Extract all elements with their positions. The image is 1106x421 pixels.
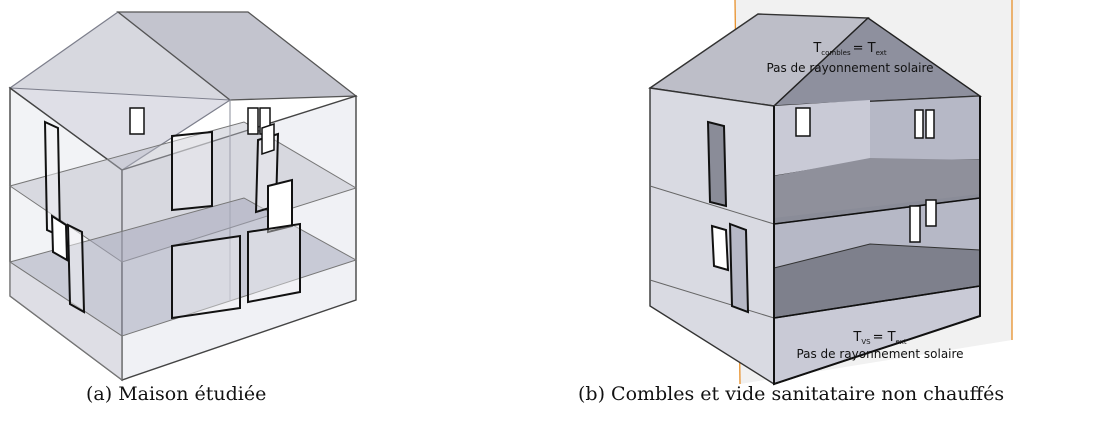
window bbox=[50, 214, 69, 262]
floor-edge bbox=[773, 197, 981, 225]
attic-label-line2: Pas de rayonnement solaire bbox=[766, 61, 933, 75]
figure-a-house-diagram bbox=[8, 11, 358, 382]
svg-text:TVS= Text: TVS= Text bbox=[852, 330, 906, 346]
crawlspace-temperature-label: TVS= Text Pas de rayonnement solaire bbox=[796, 330, 963, 361]
figure-b-caption: (b) Combles et vide sanitataire non chau… bbox=[578, 383, 1005, 405]
wall-floor-line bbox=[649, 279, 775, 319]
window bbox=[914, 109, 924, 139]
door bbox=[247, 222, 301, 304]
floor-edge bbox=[773, 285, 981, 319]
crawlspace-label-lhs-sub: VS bbox=[861, 338, 871, 346]
window bbox=[710, 224, 730, 272]
door bbox=[66, 223, 86, 314]
window bbox=[925, 109, 935, 139]
window bbox=[247, 107, 259, 135]
cut-outline bbox=[773, 96, 981, 386]
window bbox=[129, 107, 145, 135]
attic-label-lhs: T bbox=[812, 41, 821, 56]
crawlspace-label-line2: Pas de rayonnement solaire bbox=[796, 347, 963, 361]
window bbox=[909, 205, 921, 243]
crawlspace-label-rhs-sub: ext bbox=[896, 338, 907, 346]
door bbox=[171, 130, 213, 212]
figure-b-cutaway-diagram: Tcombles= Text Pas de rayonnement solair… bbox=[648, 0, 1020, 386]
attic-temperature-label: Tcombles= Text Pas de rayonnement solair… bbox=[766, 41, 933, 75]
window bbox=[795, 107, 811, 137]
window bbox=[925, 199, 937, 227]
crawlspace-label-lhs: T bbox=[852, 330, 861, 345]
door bbox=[728, 222, 750, 314]
svg-text:Tcombles= Text: Tcombles= Text bbox=[812, 41, 887, 57]
upper-floor-surface bbox=[774, 158, 980, 218]
attic-label-rhs-sub: ext bbox=[876, 49, 887, 57]
window bbox=[267, 178, 293, 234]
attic-label-rhs: = T bbox=[853, 41, 876, 56]
figure-a-caption: (a) Maison étudiée bbox=[86, 383, 267, 405]
door bbox=[171, 234, 241, 320]
upper-floor-slab bbox=[8, 121, 358, 263]
window bbox=[261, 122, 275, 156]
crawlspace-label-rhs: = T bbox=[873, 330, 896, 345]
wall-floor-line bbox=[649, 185, 775, 225]
attic-label-lhs-sub: combles bbox=[821, 49, 851, 57]
window bbox=[706, 120, 728, 208]
